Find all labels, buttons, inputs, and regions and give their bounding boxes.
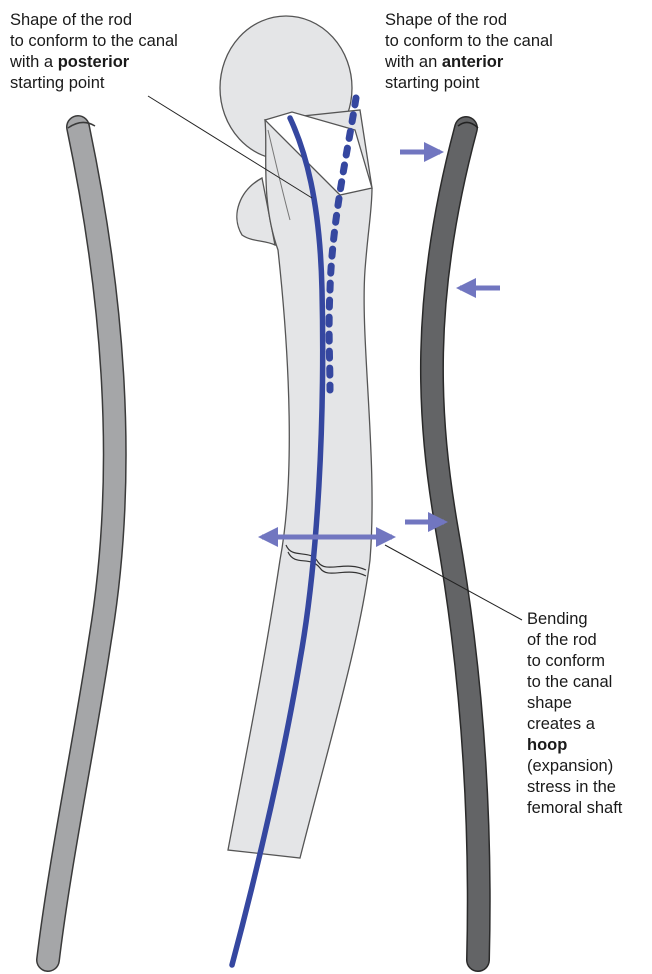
hoop-label-bold: hoop (527, 736, 567, 754)
hoop-label-line5: shape (527, 693, 622, 714)
posterior-label-bold: posterior (58, 53, 130, 71)
anterior-label-line2: to conform to the canal (385, 31, 553, 52)
anterior-label-line3-pre: with an (385, 53, 442, 71)
hoop-label-line9: stress in the (527, 777, 622, 798)
hoop-label-line1: Bending (527, 609, 622, 630)
posterior-label-line3-pre: with a (10, 53, 58, 71)
hoop-label-line7: hoop (527, 735, 622, 756)
anterior-label-line1: Shape of the rod (385, 10, 553, 31)
anterior-label-bold: anterior (442, 53, 503, 71)
anterior-label: Shape of the rod to conform to the canal… (385, 10, 553, 94)
posterior-label-line3: with a posterior (10, 52, 178, 73)
posterior-label-line1: Shape of the rod (10, 10, 178, 31)
hoop-label-line3: to conform (527, 651, 622, 672)
hoop-label-line4: to the canal (527, 672, 622, 693)
hoop-label-line2: of the rod (527, 630, 622, 651)
posterior-label-line4: starting point (10, 73, 178, 94)
hoop-label-line8: (expansion) (527, 756, 622, 777)
hoop-label: Bending of the rod to conform to the can… (527, 609, 622, 819)
posterior-label: Shape of the rod to conform to the canal… (10, 10, 178, 94)
posterior-label-line2: to conform to the canal (10, 31, 178, 52)
anterior-label-line3: with an anterior (385, 52, 553, 73)
hoop-label-line6: creates a (527, 714, 622, 735)
hoop-label-line10: femoral shaft (527, 798, 622, 819)
anterior-label-line4: starting point (385, 73, 553, 94)
